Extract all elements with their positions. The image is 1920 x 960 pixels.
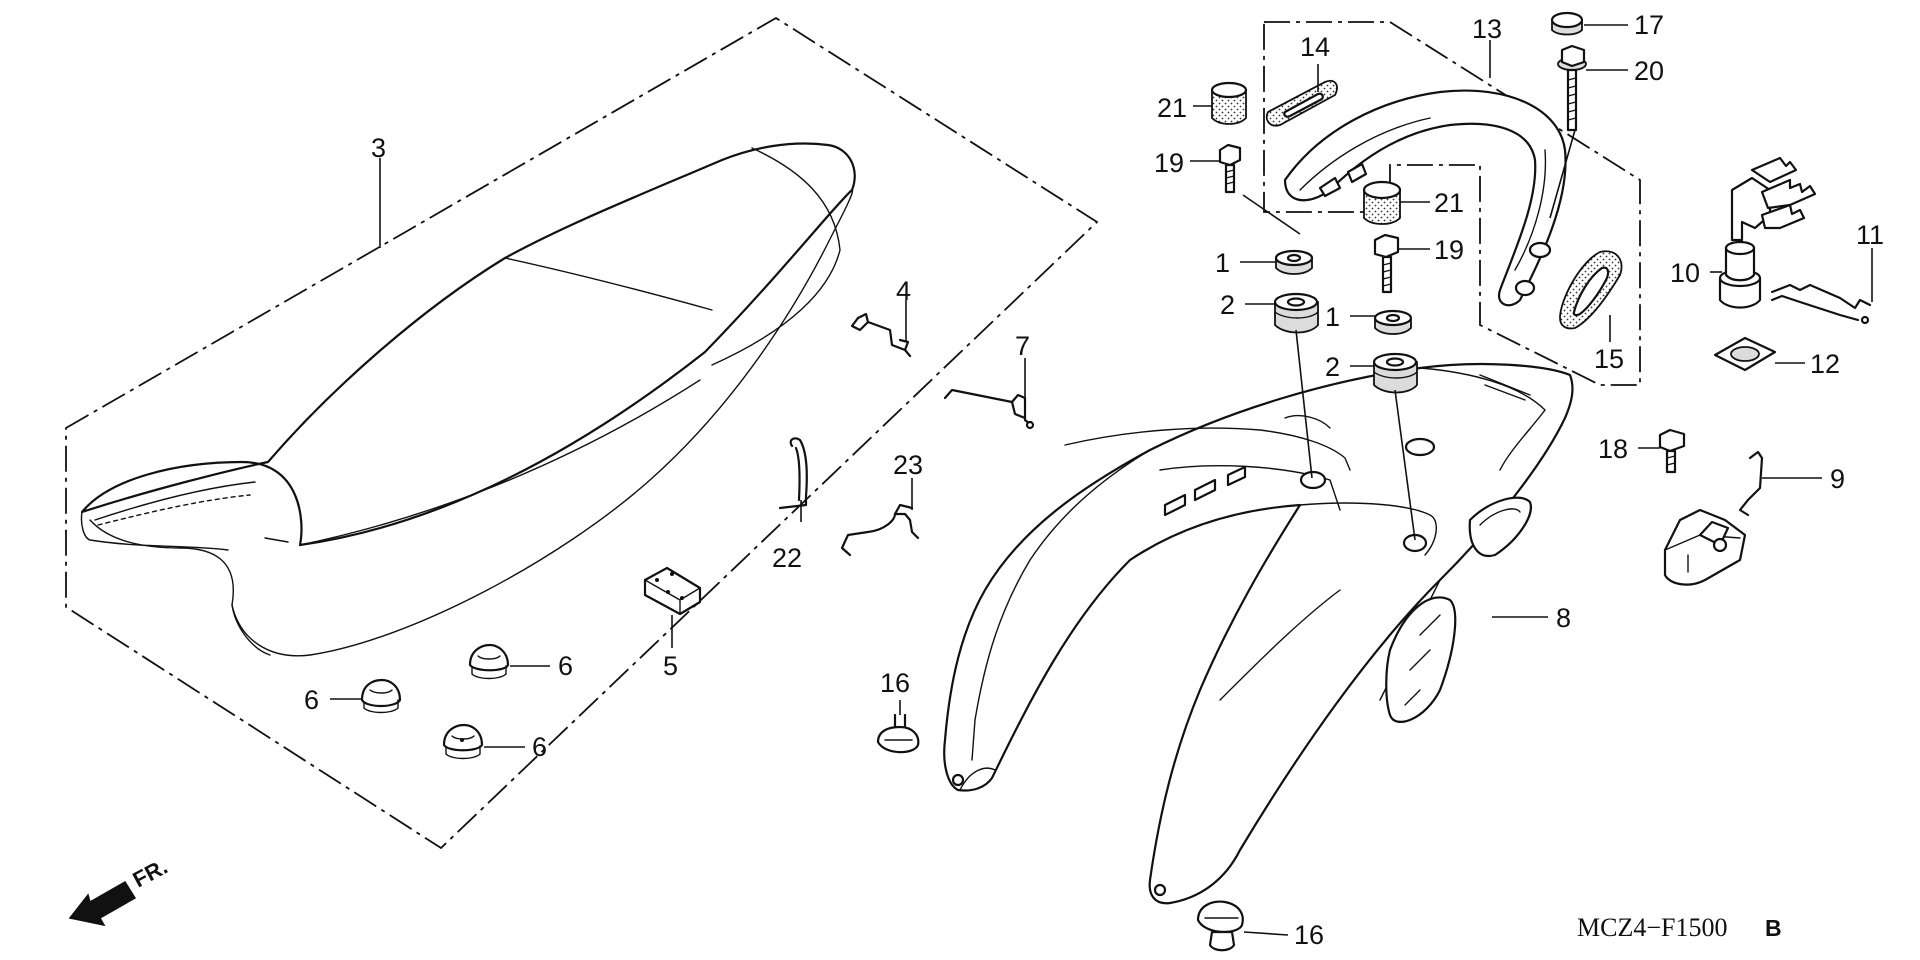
callout-9: 9 <box>1830 464 1845 494</box>
callout-3: 3 <box>371 133 386 163</box>
part-12-plate[interactable] <box>1713 336 1777 372</box>
callout-2-b: 2 <box>1325 352 1340 382</box>
callout-6-c: 6 <box>532 732 547 762</box>
callout-19-a: 19 <box>1154 148 1184 178</box>
part-17-cap[interactable] <box>1550 11 1584 36</box>
rear-cowl[interactable] <box>943 362 1574 905</box>
callout-19-b: 19 <box>1434 235 1464 265</box>
callout-22: 22 <box>772 543 802 573</box>
callout-13: 13 <box>1472 14 1502 44</box>
callout-23: 23 <box>893 450 923 480</box>
front-direction-arrow: FR. <box>68 854 172 927</box>
callout-2-a: 2 <box>1220 290 1235 320</box>
part-9-seat-lock[interactable] <box>1663 450 1764 586</box>
leader-lines <box>330 24 1873 936</box>
callout-15: 15 <box>1594 344 1624 374</box>
part-18-bolt[interactable] <box>1658 428 1686 474</box>
part-14-pad[interactable] <box>1265 80 1338 127</box>
part-2-mount-b[interactable] <box>1372 352 1418 394</box>
part-11-cable[interactable] <box>1770 283 1872 325</box>
part-22-hook[interactable] <box>778 437 808 510</box>
grab-rail-group <box>1263 21 1641 386</box>
seat-group <box>65 16 1099 850</box>
part-21-rubber-b[interactable] <box>1362 180 1402 225</box>
callout-8: 8 <box>1556 603 1571 633</box>
part-10-key-cylinder[interactable] <box>1718 156 1817 309</box>
callout-6-a: 6 <box>558 651 573 681</box>
part-2-mount-a[interactable] <box>1273 292 1319 334</box>
callout-16-a: 16 <box>880 668 910 698</box>
part-1-collar-b[interactable] <box>1373 309 1413 335</box>
callout-7: 7 <box>1015 331 1030 361</box>
part-23-rod[interactable] <box>840 503 920 557</box>
part-5-block[interactable] <box>643 566 702 616</box>
callout-21-b: 21 <box>1434 188 1464 218</box>
part-6-cushion-c[interactable] <box>442 723 484 760</box>
callout-12: 12 <box>1810 349 1840 379</box>
part-19-bolt-b[interactable] <box>1373 233 1400 294</box>
callouts: 3 4 7 22 23 5 6 6 6 16 16 14 13 21 21 19… <box>304 10 1884 950</box>
front-arrow-label: FR. <box>129 854 172 893</box>
callout-1-a: 1 <box>1215 248 1230 278</box>
figure-code: MCZ4−F1500 B <box>1577 913 1782 942</box>
seat[interactable] <box>80 142 856 657</box>
callout-14: 14 <box>1300 32 1330 62</box>
callout-6-b: 6 <box>304 685 319 715</box>
callout-17: 17 <box>1634 10 1664 40</box>
callout-11: 11 <box>1856 220 1884 250</box>
callout-21-a: 21 <box>1157 93 1187 123</box>
part-1-collar-a[interactable] <box>1274 249 1314 275</box>
grab-rail[interactable] <box>1283 89 1567 307</box>
grab-rail-group-outline <box>1263 21 1641 386</box>
callout-18: 18 <box>1598 434 1628 464</box>
callout-10: 10 <box>1670 258 1700 288</box>
figure-code-suffix: B <box>1765 915 1782 941</box>
part-20-bolt[interactable] <box>1557 44 1587 132</box>
part-15-pad[interactable] <box>1559 250 1623 330</box>
part-16-clip-a[interactable] <box>876 713 920 754</box>
part-16-clip-b[interactable] <box>1196 900 1244 952</box>
callout-4: 4 <box>896 276 911 306</box>
callout-1-b: 1 <box>1325 302 1340 332</box>
part-4-clip[interactable] <box>850 312 912 358</box>
figure-code-main: MCZ4−F1500 <box>1577 913 1727 942</box>
front-arrow-icon <box>68 880 137 927</box>
part-7-rod[interactable] <box>943 388 1035 430</box>
part-6-cushion-a[interactable] <box>468 643 510 680</box>
part-6-cushion-b[interactable] <box>360 678 402 714</box>
callout-20: 20 <box>1634 56 1664 86</box>
part-21-rubber-a[interactable] <box>1210 81 1248 125</box>
part-19-bolt-a[interactable] <box>1218 143 1242 194</box>
callout-16-b: 16 <box>1294 920 1324 950</box>
seat-group-outline <box>65 16 1099 850</box>
callout-5: 5 <box>663 651 678 681</box>
